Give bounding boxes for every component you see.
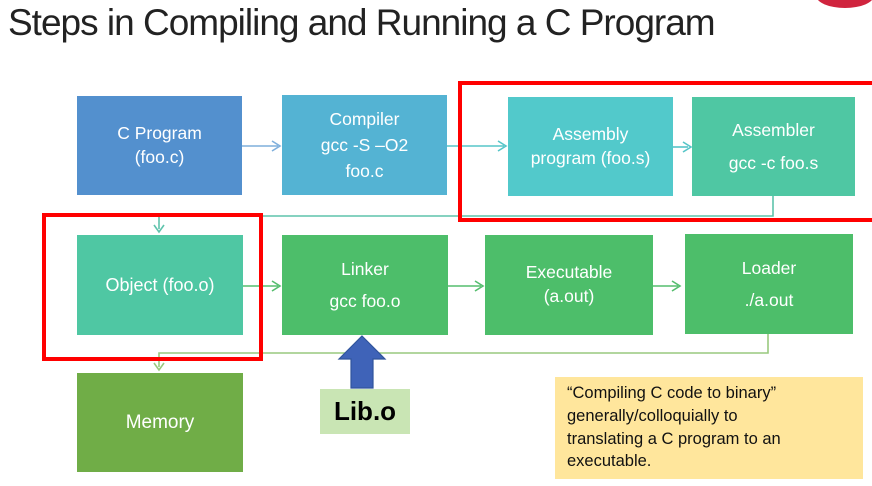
highlight-rect-object-file xyxy=(42,213,263,361)
page-title: Steps in Compiling and Running a C Progr… xyxy=(8,2,716,43)
arrow-linker-to-executable xyxy=(448,280,485,292)
box-c-program: C Program (foo.c) xyxy=(77,96,242,195)
box-assembly-program: Assembly program (foo.s) xyxy=(508,97,673,196)
box-linker: Linker gcc foo.o xyxy=(282,235,448,335)
red-badge-icon xyxy=(816,0,872,8)
box-object-file: Object (foo.o) xyxy=(77,235,243,335)
box-compiler: Compiler gcc -S –O2 foo.c xyxy=(282,95,447,195)
box-loader: Loader ./a.out xyxy=(685,234,853,334)
arrow-executable-to-loader xyxy=(653,280,682,292)
libo-label: Lib.o xyxy=(320,389,410,434)
highlight-rect-assembly-stage xyxy=(458,81,872,222)
arrow-cprogram-to-compiler xyxy=(242,140,282,152)
box-assembler: Assembler gcc -c foo.s xyxy=(692,97,855,196)
annotation-note: “Compiling C code to binary” generally/c… xyxy=(555,377,863,479)
box-memory: Memory xyxy=(77,373,243,472)
box-executable: Executable (a.out) xyxy=(485,235,653,335)
